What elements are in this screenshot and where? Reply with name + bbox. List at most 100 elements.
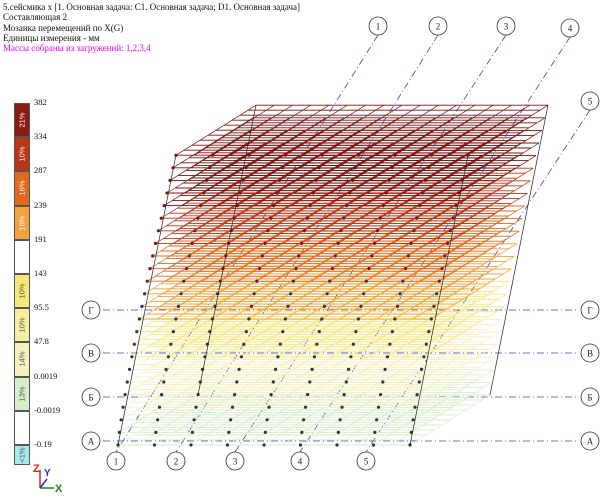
slab-line [337,117,418,169]
node-dot [345,204,349,208]
node-dot [353,166,358,170]
node-dot [164,367,168,371]
slab-line [340,104,421,156]
scale-band: 21% [14,103,30,138]
slab-line [428,117,509,169]
node-dot [204,178,209,182]
gridline-marker-label: 3 [233,457,238,467]
node-dot [372,241,377,245]
node-dot [375,229,379,233]
node-dot [409,241,413,245]
slab-line [355,117,436,169]
node-dot [387,178,391,182]
scale-band: 13% [14,376,30,411]
node-dot [207,166,212,170]
node-dot [140,304,144,308]
node-dot [153,241,158,245]
node-dot [283,153,288,157]
node-dot [298,443,303,447]
node-dot [174,153,178,157]
node-dot [179,292,183,296]
slab-line [411,382,492,433]
slab-line [467,104,549,156]
scale-value: 239 [34,199,47,210]
slab-line [444,205,525,257]
gridline-marker-1: 1 [368,16,388,36]
node-dot [247,153,251,157]
node-dot [278,342,282,346]
gridline-marker-circle [290,451,310,471]
node-dot [137,317,141,321]
node-dot [413,405,417,409]
node-dot [176,304,181,308]
node-dot [127,367,132,371]
gridline-marker-circle [580,300,600,320]
node-dot [383,367,387,371]
slab-line [248,104,330,156]
node-dot [210,153,215,157]
node-dot [418,204,422,208]
node-dot [297,254,301,258]
node-dot [354,330,358,334]
node-dot [182,279,186,283]
node-dot [346,367,351,371]
node-dot [273,367,278,371]
slab-line [191,117,272,169]
gridline-marker-circle [496,16,516,36]
building-model[interactable] [116,104,549,447]
node-dot [242,342,246,346]
node-dot [272,204,276,208]
node-dot [361,292,366,296]
scale-band: <1% [14,445,30,465]
slab-line [461,130,543,181]
scale-band [14,410,30,445]
gridline-marker-circle [580,431,600,451]
gridline-marker-circle [428,16,448,36]
scale-band: 10% [14,308,30,343]
slab-line [358,104,439,156]
gridline-marker-label: В [587,349,593,359]
gridline-marker-circle [580,387,600,407]
node-dot [201,191,206,195]
node-dot [406,254,410,258]
slab-line [453,167,534,219]
node-dot [125,380,129,384]
gridline-marker-Б: Б [81,387,101,407]
gridline-marker-5: 5 [580,91,600,111]
gridline-marker-В: В [580,343,600,363]
node-dot [385,355,390,359]
node-dot [415,393,419,397]
node-dot [419,367,424,371]
scale-band: 10% [14,205,30,240]
node-dot [420,191,425,195]
slab-line [303,104,384,156]
gridline-marker-label: 1 [376,22,381,32]
slab-line [172,117,254,169]
node-dot [417,380,421,384]
node-dot [379,393,383,397]
node-dot [371,443,376,447]
node-dot [123,393,127,397]
node-dot [255,279,259,283]
slab-line [449,104,530,156]
gridline-marker-1: 1 [106,451,126,471]
masses-label: Массы собраны из загружений: 1,2,3,4 [3,43,151,53]
node-dot [171,330,175,334]
node-dot [344,380,348,384]
gridline-marker-label: Б [88,393,93,403]
node-dot [299,241,304,245]
node-dot [336,430,340,434]
node-dot [429,153,434,157]
gridline-marker-2: 2 [166,451,186,471]
scale-value: -0.19 [34,439,52,449]
node-dot [322,304,327,308]
node-dot [184,267,189,271]
node-dot [356,317,360,321]
slab-line [413,104,494,156]
gridline-marker-label: Г [88,306,93,316]
gridline-marker-А: А [81,431,101,451]
node-dot [276,355,280,359]
slab-line [414,356,496,408]
